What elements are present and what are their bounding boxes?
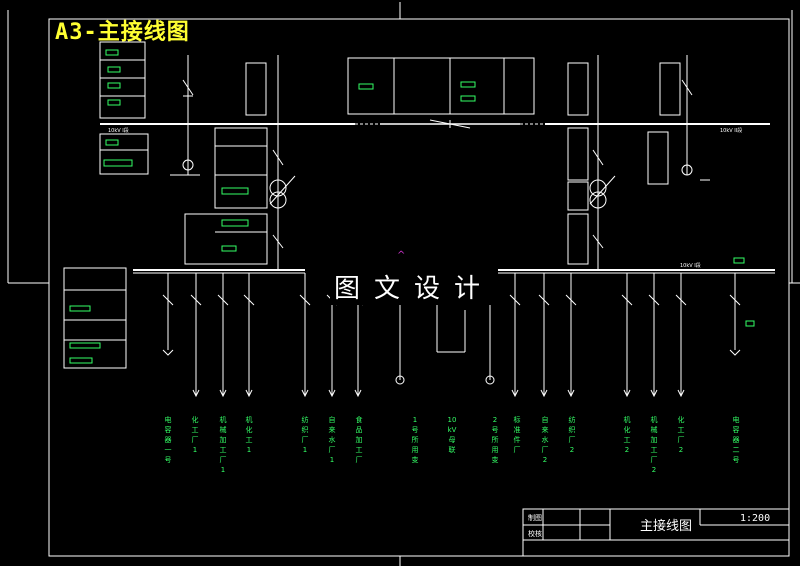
drawing-scale: 1:200 xyxy=(740,513,771,524)
feeder-label: 自来水厂1 xyxy=(328,416,336,464)
bus-label-left-upper: 10kV I段 xyxy=(108,128,129,134)
feeder-label: 机械加工厂1 xyxy=(219,416,227,474)
sheet-title: A3-主接线图 xyxy=(55,20,190,45)
title-block xyxy=(522,508,790,557)
feeder-label: 机械加工厂2 xyxy=(650,416,658,474)
feeder-label: 食品加工厂 xyxy=(355,416,363,464)
feeder-label: 2号所用变 xyxy=(491,416,499,464)
svg-text:^: ^ xyxy=(397,250,405,261)
feeder-label: 机化工1 xyxy=(245,416,253,454)
bus-label-right-lower: 10kV I段 xyxy=(680,263,701,269)
feeder-label: 化工厂1 xyxy=(191,416,199,454)
feeder-label: 化工厂2 xyxy=(677,416,685,454)
bus-label-right-upper: 10kV II段 xyxy=(720,128,743,134)
feeder-label: 1号所用变 xyxy=(411,416,419,464)
feeder-label: 机化工2 xyxy=(623,416,631,454)
feeder-label: 标准件厂 xyxy=(513,416,521,454)
watermark: 图文设计 xyxy=(330,268,499,305)
feeder-label: 10kV母联 xyxy=(447,416,457,454)
feeder-lines xyxy=(167,273,736,395)
title-block-row1: 制图 xyxy=(528,514,542,522)
feeder-label: 电容器二号 xyxy=(732,416,740,464)
feeder-label: 纺织厂2 xyxy=(568,416,576,454)
drawing-border xyxy=(48,18,790,557)
feeder-label: 自来水厂2 xyxy=(541,416,549,464)
feeder-label: 纺织厂1 xyxy=(301,416,309,454)
title-block-row2: 校核 xyxy=(528,530,542,538)
feeder-label: 电容器一号 xyxy=(164,416,172,464)
drawing-name: 主接线图 xyxy=(640,519,693,534)
